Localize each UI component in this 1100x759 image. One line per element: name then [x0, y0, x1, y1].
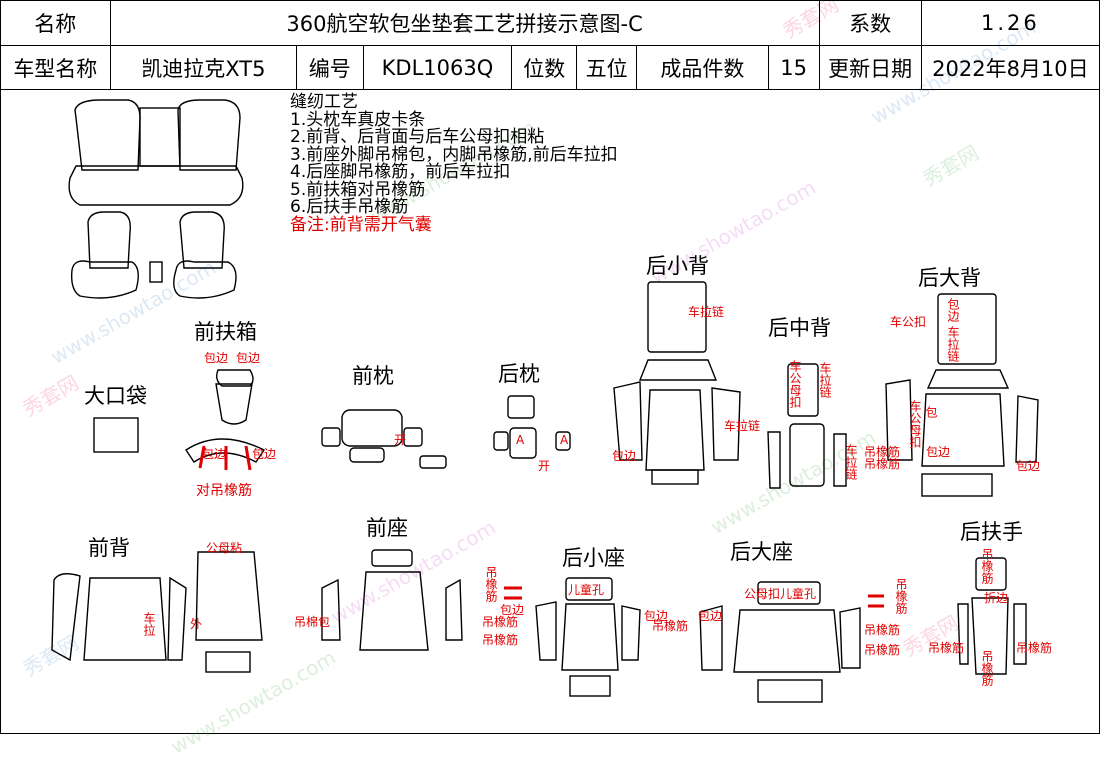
wrap-edge-note: 包边 — [946, 298, 960, 322]
elastic-note: 吊橡筋 — [980, 548, 994, 584]
male-female-note: 车公母扣 — [788, 360, 802, 408]
rear-small-back-pieces — [613, 281, 741, 485]
cotton-note: 吊棉包 — [294, 615, 331, 629]
male-female-child-note: 公母扣儿童孔 — [744, 587, 817, 601]
rear-pillow-pieces — [493, 395, 571, 459]
elastic-note: 吊橡筋 — [894, 578, 908, 614]
rear-small-back-title: 后小背 — [646, 254, 709, 278]
rear-big-seat-title: 后大座 — [730, 540, 793, 564]
note-item: 2.前背、后背面与后车公母扣相粘 — [290, 127, 545, 147]
coef-label: 系数 — [818, 0, 922, 46]
fold-edge-note: 折边 — [984, 591, 1009, 605]
pieces-value: 15 — [767, 45, 820, 90]
elastic-note: 吊橡筋 — [928, 641, 965, 655]
zipper-note: 车拉链 — [688, 305, 725, 319]
big-pocket-title: 大口袋 — [84, 384, 147, 408]
header-table: 名称 360航空软包坐垫套工艺拼接示意图-C 系数 1.26 车型名称 凯迪拉克… — [0, 0, 1100, 90]
seats-label: 位数 — [511, 45, 578, 90]
letter-a-mark: A — [560, 433, 569, 447]
open-note: 开 — [538, 459, 551, 473]
elastic-note: 吊橡筋 — [652, 619, 689, 633]
wrap-edge-note: 包边 — [204, 351, 229, 365]
note-item: 1.头枕车真皮卡条 — [290, 109, 426, 130]
letter-a-mark: A — [516, 433, 525, 447]
front-back-pieces — [51, 551, 263, 673]
rear-armrest-title: 后扶手 — [960, 520, 1023, 544]
model-value: 凯迪拉克XT5 — [109, 45, 298, 90]
elastic-note: 吊橡筋 — [864, 457, 901, 471]
code-value: KDL1063Q — [362, 45, 513, 90]
child-hole-note: 儿童孔 — [568, 583, 605, 597]
seats-value: 五位 — [576, 45, 638, 90]
elastic-note: 吊橡筋 — [864, 623, 901, 637]
pull-note: 车拉 — [142, 612, 156, 636]
wrap-edge-note: 包边 — [500, 603, 525, 617]
rear-big-back-pieces — [885, 293, 1039, 497]
model-label: 车型名称 — [0, 45, 111, 90]
code-label: 编号 — [296, 45, 364, 90]
male-female-note: 车公母扣 — [908, 400, 922, 448]
zipper-note: 车拉链 — [946, 326, 960, 362]
elastic-note: 吊橡筋 — [864, 643, 901, 657]
front-armrest-title: 前扶箱 — [194, 320, 257, 344]
pattern-drawing — [51, 99, 1039, 703]
rear-small-seat-title: 后小座 — [562, 546, 625, 570]
front-pillow-pieces — [321, 409, 447, 469]
elastic-arrows — [198, 445, 884, 608]
rear-big-seat-pieces — [699, 581, 861, 703]
rear-small-seat-pieces — [535, 577, 641, 697]
zipper-note: 车拉链 — [724, 419, 761, 433]
date-value: 2022年8月10日 — [920, 45, 1100, 90]
pair-elastic-note: 对吊橡筋 — [196, 483, 252, 499]
note-item: 6.后扶手吊橡筋 — [290, 197, 409, 217]
notes-heading: 缝纫工艺 — [290, 92, 358, 112]
rear-pillow-title: 后枕 — [498, 362, 540, 386]
date-label: 更新日期 — [818, 45, 922, 90]
rear-middle-back-title: 后中背 — [768, 316, 831, 340]
male-female-note: 车公扣 — [890, 315, 927, 329]
seat-overview-illustration — [68, 99, 244, 299]
sewing-notes: 缝纫工艺 1.头枕车真皮卡条 2.前背、后背面与后车公母扣相粘 3.前座外脚吊棉… — [290, 92, 618, 235]
elastic-note: 吊橡筋 — [864, 445, 901, 459]
coef-value: 1.26 — [920, 0, 1100, 46]
front-armrest-pieces — [185, 369, 266, 463]
pieces-label: 成品件数 — [636, 45, 769, 90]
wrap-edge-note: 包边 — [644, 609, 669, 623]
rear-middle-back-pieces — [767, 363, 847, 489]
zipper-note: 车拉链 — [818, 362, 832, 398]
big-pocket-shape — [93, 417, 139, 453]
elastic-note: 吊橡筋 — [980, 650, 994, 686]
zipper-note: 车拉链 — [844, 444, 858, 480]
wrap-edge-note: 包边 — [236, 351, 261, 365]
elastic-note: 吊橡筋 — [484, 566, 498, 602]
wrap-edge-note: 包边 — [1016, 459, 1041, 473]
elastic-note: 吊橡筋 — [482, 615, 519, 629]
note-item: 3.前座外脚吊棉包，内脚吊橡筋,前后车拉扣 — [290, 144, 618, 165]
wrap-edge-note: 包边 — [926, 445, 951, 459]
wrap-note: 包 — [924, 406, 938, 418]
doc-title: 360航空软包坐垫套工艺拼接示意图-C — [109, 0, 820, 46]
front-seat-pieces — [321, 549, 463, 651]
front-seat-title: 前座 — [366, 516, 408, 540]
front-back-title: 前背 — [88, 536, 130, 560]
elastic-note: 吊橡筋 — [482, 633, 519, 647]
note-item: 4.后座脚吊橡筋，前后车拉扣 — [290, 162, 511, 182]
open-note: 开 — [394, 433, 407, 447]
wrap-edge-note: 包边 — [202, 447, 227, 461]
elastic-note: 吊橡筋 — [1016, 641, 1053, 655]
rear-big-back-title: 后大背 — [918, 266, 981, 290]
rear-armrest-pieces — [957, 557, 1027, 675]
notes-remark: 备注:前背需开气囊 — [290, 214, 432, 235]
front-pillow-title: 前枕 — [352, 364, 394, 388]
male-female-stick-note: 公母粘 — [206, 541, 243, 555]
wrap-edge-note: 包边 — [698, 609, 723, 623]
wrap-edge-note: 包边 — [252, 447, 277, 461]
wrap-edge-note: 包边 — [612, 449, 637, 463]
outer-note: 外 — [190, 617, 203, 631]
note-item: 5.前扶箱对吊橡筋 — [290, 179, 426, 200]
